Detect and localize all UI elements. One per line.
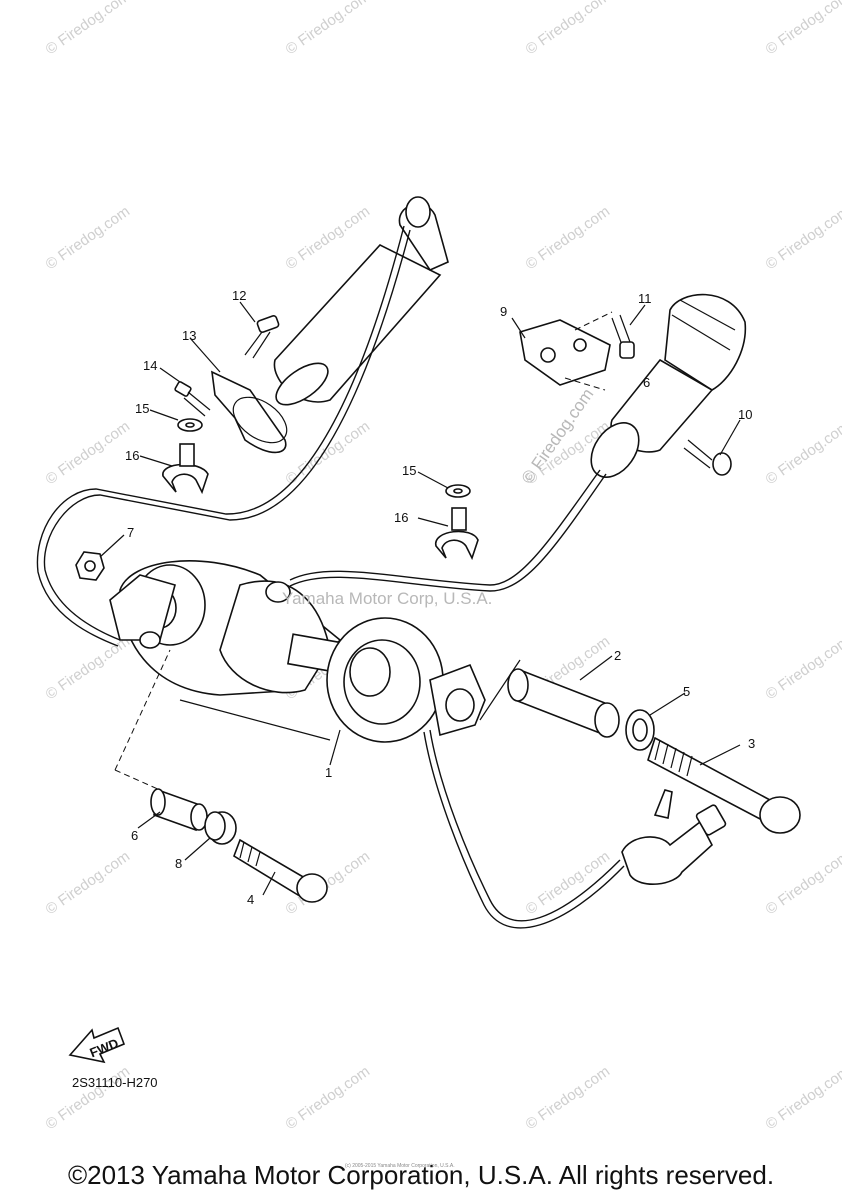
preload-adjuster xyxy=(590,293,747,478)
firedog-watermark: © Firedog.com xyxy=(283,1063,374,1133)
callout-5: 5 xyxy=(683,684,690,699)
firedog-watermark: © Firedog.com xyxy=(763,1063,842,1133)
copyright-footer: ©2013 Yamaha Motor Corporation, U.S.A. A… xyxy=(67,1160,775,1190)
footer-small-print: (c) 2005-2015 Yamaha Motor Corporation, … xyxy=(345,1163,455,1169)
callout-10: 10 xyxy=(738,407,752,422)
collar-6-lower xyxy=(150,788,208,832)
washer-15-right xyxy=(445,484,471,498)
washer-5 xyxy=(625,709,655,751)
firedog-watermark: © Firedog.com xyxy=(763,418,842,488)
firedog-watermark: © Firedog.com xyxy=(43,633,134,703)
firedog-watermark: © Firedog.com xyxy=(283,0,374,58)
firedog-watermark: © Firedog.com xyxy=(43,0,134,58)
adjuster-bracket xyxy=(519,311,613,391)
firedog-watermark: © Firedog.com xyxy=(523,1063,614,1133)
callout-1: 1 xyxy=(325,765,332,780)
callout-2: 2 xyxy=(614,648,621,663)
callout-6-lower: 6 xyxy=(131,828,138,843)
assembly-lines xyxy=(114,649,521,791)
firedog-watermark: © Firedog.com xyxy=(763,848,842,918)
bolt-3 xyxy=(647,736,801,834)
callout-9: 9 xyxy=(500,304,507,319)
reservoir xyxy=(273,196,449,406)
spacer-8 xyxy=(204,811,237,845)
clamp-16-left xyxy=(162,443,209,495)
firedog-watermark: © Firedog.com xyxy=(283,203,374,273)
firedog-watermark: © Firedog.com xyxy=(43,848,134,918)
firedog-watermark: © Firedog.com xyxy=(43,418,134,488)
callout-3: 3 xyxy=(748,736,755,751)
callouts: 1 2 3 4 5 6 6 7 8 9 10 11 12 13 14 15 15… xyxy=(125,288,755,907)
firedog-watermark: © Firedog.com xyxy=(763,633,842,703)
firedog-watermark: © Firedog.com xyxy=(523,848,614,918)
bolt-4 xyxy=(233,838,328,903)
fwd-arrow-icon: FWD xyxy=(68,1026,126,1064)
washer-15-left xyxy=(177,418,203,432)
callout-12: 12 xyxy=(232,288,246,303)
bolt-10 xyxy=(683,439,732,476)
callout-14: 14 xyxy=(143,358,157,373)
callout-15-left: 15 xyxy=(135,401,149,416)
firedog-watermark: © Firedog.com xyxy=(523,0,614,58)
hoses xyxy=(36,225,625,929)
firedog-watermark: © Firedog.com xyxy=(43,1063,134,1133)
callout-7: 7 xyxy=(127,525,134,540)
callout-16-left: 16 xyxy=(125,448,139,463)
remote-adjuster xyxy=(621,789,727,886)
callout-4: 4 xyxy=(247,892,254,907)
callout-13: 13 xyxy=(182,328,196,343)
bolt-14 xyxy=(174,381,211,417)
shock-absorber xyxy=(109,560,486,743)
firedog-watermark: © Firedog.com xyxy=(43,203,134,273)
clamp-16-right xyxy=(435,507,479,561)
nut-7 xyxy=(75,551,105,581)
callout-8: 8 xyxy=(175,856,182,871)
reservoir-bracket xyxy=(211,370,288,454)
callout-11: 11 xyxy=(638,291,652,306)
bolt-11 xyxy=(611,314,635,359)
collar-2 xyxy=(507,668,620,738)
yamaha-corp-watermark: Yamaha Motor Corp, U.S.A. xyxy=(282,589,492,608)
callout-16-right: 16 xyxy=(394,510,408,525)
diagram-part-code: 2S31110-H270 xyxy=(72,1075,158,1090)
firedog-watermark: © Firedog.com xyxy=(763,0,842,58)
firedog-watermark: © Firedog.com xyxy=(763,203,842,273)
callout-15-right: 15 xyxy=(402,463,416,478)
bolt-12 xyxy=(244,314,280,359)
callout-6-upper: 6 xyxy=(643,375,650,390)
firedog-watermark: © Firedog.com xyxy=(523,203,614,273)
leader-lines xyxy=(99,301,741,896)
